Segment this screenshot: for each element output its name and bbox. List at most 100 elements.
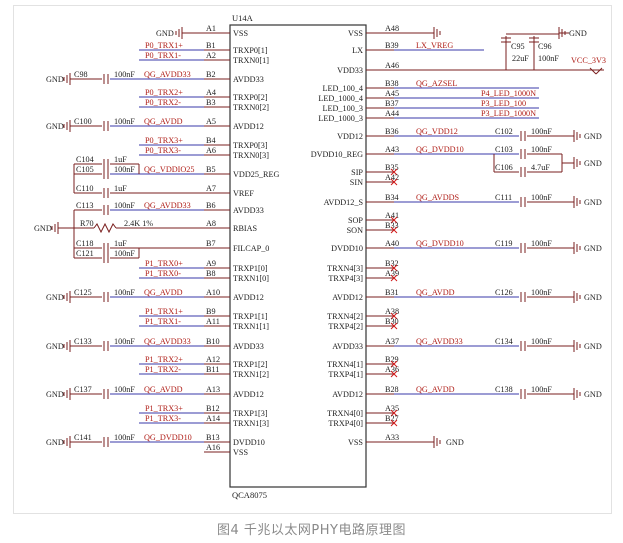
net-label: QG_AVDD [144,288,183,297]
net-label: P1_TRX3- [145,414,181,423]
cap-ref: C105 [76,165,94,174]
pin-number: A9 [206,259,216,268]
pin-name: AVDD33 [233,206,264,215]
pin-number: A11 [206,317,220,326]
cap-value: 100nF [114,288,135,297]
chip-reference: U14A [232,13,254,23]
net-label: P0_TRX1+ [145,41,183,50]
pin-name: RBIAS [233,224,258,233]
no-connect-mark [390,312,398,320]
pin-name: TRXP4[2] [328,322,363,331]
pin-name: SOP [348,216,363,225]
pin-name: TRXP1[0] [233,264,268,273]
gnd-label: GND [46,342,64,351]
pin-number: A37 [385,337,399,346]
gnd-label: GND [46,75,64,84]
pin-name: TRXN0[1] [233,56,269,65]
cap-ref: C100 [74,117,92,126]
cap-ref: C137 [74,385,92,394]
pin-name: AVDD12 [233,390,264,399]
pin-number: A6 [206,146,216,155]
net-label: P1_TRX3+ [145,404,183,413]
chip-body [229,24,367,488]
no-connect-mark [390,360,398,368]
pin-name: VDD12 [337,132,363,141]
pin-name: VREF [233,189,254,198]
pin-name: TRXP4[1] [328,370,363,379]
pin-number: B33 [385,221,399,230]
no-connect-mark [390,409,398,417]
net-label: QG_AVDD [416,288,455,297]
pin-number: A4 [206,88,216,97]
cap-value: 100nF [114,165,135,174]
pin-number: B10 [206,337,220,346]
pin-number: A1 [206,24,216,33]
resistor-r70 [93,222,117,234]
pin-name: AVDD33 [233,75,264,84]
no-connect-mark [390,178,398,186]
cap-value: 1uF [114,155,127,164]
net-label: QG_AVDD [416,385,455,394]
net-label: QG_DVDD10 [144,433,192,442]
cap-value: 4.7uF [531,163,550,172]
pin-number: B36 [385,127,399,136]
net-label: QG_AVDD33 [144,70,191,79]
pin-number: A40 [385,239,399,248]
cap-value: 1uF [114,239,127,248]
pin-name: TRXP0[1] [233,46,268,55]
pin-name: AVDD12 [332,390,363,399]
net-label: P1_TRX1+ [145,307,183,316]
gnd-label: GND [584,132,602,141]
gnd-label: GND [46,122,64,131]
gnd-label: GND [584,198,602,207]
pin-number: B3 [206,98,216,107]
pin-name: LED_1000_4 [318,94,363,103]
pin-number: B13 [206,433,220,442]
pin-number: B1 [206,41,216,50]
pin-name: DVDD10_REG [311,150,363,159]
net-label: P0_TRX1- [145,51,181,60]
cap-value: 100nF [531,288,552,297]
wire [595,67,603,75]
net-label: P0_TRX2+ [145,88,183,97]
pin-number: B4 [206,136,216,145]
pin-number: B5 [206,165,216,174]
cap-ref: C141 [74,433,92,442]
net-label: P0_TRX3- [145,146,181,155]
pin-name: VSS [348,438,363,447]
gnd-label: GND [584,293,602,302]
no-connect-mark [390,274,398,282]
pin-number: B8 [206,269,216,278]
net-label: P3_LED_1000N [481,109,536,118]
pin-number: A48 [385,24,399,33]
pin-number: B34 [385,193,399,202]
pin-number: B28 [385,385,399,394]
pin-number: A8 [206,219,216,228]
gnd-label: GND [34,224,52,233]
gnd-label: GND [584,159,602,168]
cap-value: 100nF [531,193,552,202]
net-label: QG_VDDIO25 [144,165,194,174]
no-connect-mark [390,419,398,427]
gnd-label: GND [569,29,587,38]
pin-number: A39 [385,269,399,278]
net-label: LX_VREG [416,41,453,50]
pin-name: LED_1000_3 [318,114,363,123]
pin-number: A38 [385,307,399,316]
net-label: QG_AVDD [144,117,183,126]
cap-ref: C110 [76,184,93,193]
gnd-label: GND [46,438,64,447]
net-label: QG_AVDD [144,385,183,394]
pin-name: VSS [348,29,363,38]
net-label: QG_AVDD33 [144,337,191,346]
pin-name: TRXP4[0] [328,419,363,428]
cap-ref: C102 [495,127,513,136]
net-label: P0_TRX2- [145,98,181,107]
pin-name: TRXP4[3] [328,274,363,283]
pin-number: B9 [206,307,216,316]
pin-name: DVDD10 [233,438,265,447]
cap-ref: C125 [74,288,92,297]
pin-number: B27 [385,414,399,423]
pin-number: B30 [385,317,399,326]
